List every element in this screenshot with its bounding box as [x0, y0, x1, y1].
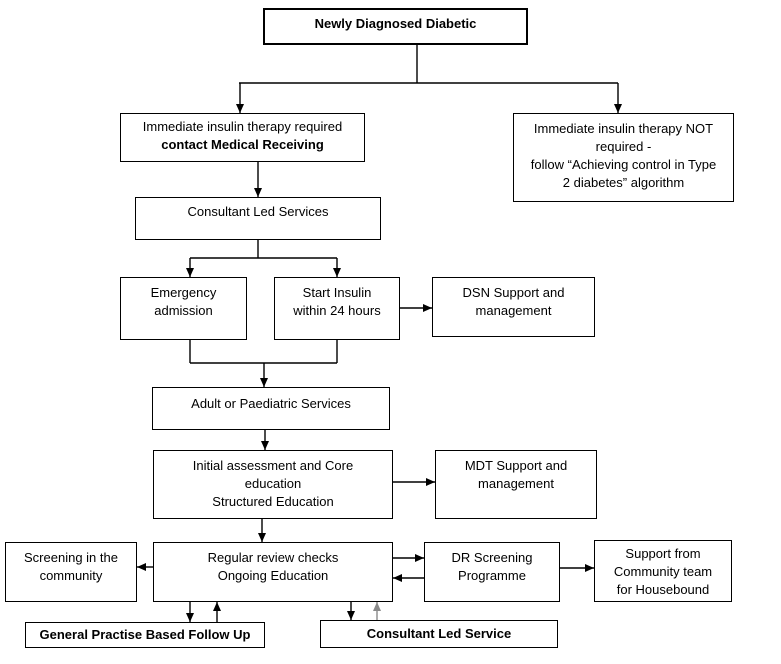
node-line: Community team	[613, 564, 713, 579]
node-newly-diagnosed-diabetic: Newly Diagnosed Diabetic	[263, 8, 528, 45]
node-line: Support from	[625, 546, 701, 561]
node-start-insulin-24h: Start Insulin within 24 hours	[274, 277, 400, 340]
node-immediate-insulin-not-required: Immediate insulin therapy NOT required -…	[513, 113, 734, 202]
node-line: management	[478, 476, 554, 491]
node-initial-assessment: Initial assessment and Core education St…	[153, 450, 393, 519]
node-line: education	[244, 476, 302, 491]
node-line: DSN Support and	[462, 285, 565, 300]
node-line: Regular review checks	[207, 550, 339, 565]
node-line: Consultant Led Services	[187, 204, 329, 219]
node-gp-follow-up: General Practise Based Follow Up	[25, 622, 265, 648]
node-line: Structured Education	[212, 494, 334, 509]
node-line: MDT Support and	[464, 458, 568, 473]
node-line: Immediate insulin therapy required	[142, 119, 343, 134]
node-line: management	[475, 303, 552, 318]
node-line: Start Insulin	[302, 285, 372, 300]
node-line: Adult or Paediatric Services	[191, 396, 351, 411]
node-line: contact Medical Receiving	[161, 137, 324, 152]
node-dr-screening: DR Screening Programme	[424, 542, 560, 602]
node-mdt-support: MDT Support and management	[435, 450, 597, 519]
node-line: community	[39, 568, 103, 583]
node-consultant-led-service: Consultant Led Service	[320, 620, 558, 648]
node-line: Initial assessment and Core	[192, 458, 354, 473]
node-line: Emergency	[150, 285, 217, 300]
node-line: for Housebound	[616, 582, 710, 597]
node-line: Newly Diagnosed Diabetic	[314, 16, 477, 31]
node-regular-review: Regular review checks Ongoing Education	[153, 542, 393, 602]
node-line: Immediate insulin therapy NOT	[533, 121, 714, 136]
node-adult-paediatric-services: Adult or Paediatric Services	[152, 387, 390, 430]
node-dsn-support: DSN Support and management	[432, 277, 595, 337]
node-line: within 24 hours	[293, 303, 381, 318]
node-screening-community: Screening in the community	[5, 542, 137, 602]
node-line: General Practise Based Follow Up	[39, 627, 251, 642]
node-line: required -	[595, 139, 652, 154]
node-line: follow “Achieving control in Type	[530, 157, 717, 172]
node-line: admission	[154, 303, 213, 318]
node-line: DR Screening	[451, 550, 533, 565]
node-consultant-led-services: Consultant Led Services	[135, 197, 381, 240]
node-line: Programme	[458, 568, 526, 583]
node-line: Consultant Led Service	[366, 626, 512, 641]
node-line: Screening in the	[24, 550, 118, 565]
node-line: Ongoing Education	[217, 568, 329, 583]
node-line: 2 diabetes” algorithm	[562, 175, 685, 190]
node-community-team-support: Support from Community team for Housebou…	[594, 540, 732, 602]
node-immediate-insulin-required: Immediate insulin therapy required conta…	[120, 113, 365, 162]
node-emergency-admission: Emergency admission	[120, 277, 247, 340]
